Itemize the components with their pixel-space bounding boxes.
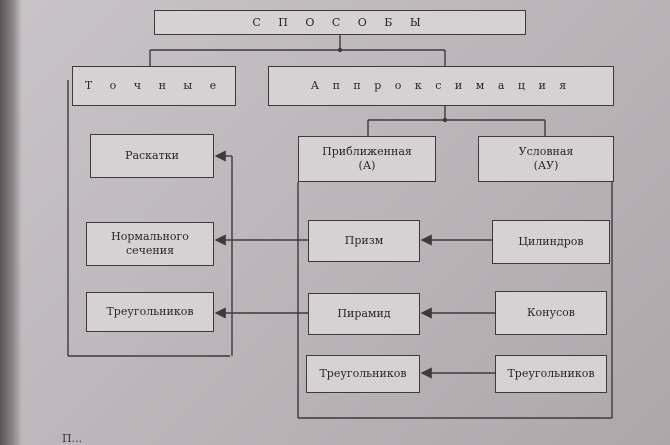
box-approx-a: Приближенная (А) xyxy=(298,136,436,182)
box-exact: Т о ч н ы е xyxy=(72,66,236,106)
box-approximation: А п п р о к с и м а ц и я xyxy=(268,66,614,106)
box-raskatki: Раскатки xyxy=(90,134,214,178)
box-a-triangles: Треугольников xyxy=(306,355,420,393)
approx-a-line1: Приближенная xyxy=(322,145,412,158)
box-exact-triangles: Треугольников xyxy=(86,292,214,332)
approx-a-line2: (А) xyxy=(358,159,376,172)
box-cones: Конусов xyxy=(495,291,607,335)
box-prism: Призм xyxy=(308,220,420,262)
normal-line1: Нормального xyxy=(111,230,189,243)
box-normal-section: Нормального сечения xyxy=(86,222,214,266)
footer-text-fragment: П... xyxy=(62,432,83,445)
box-approx-au: Условная (АУ) xyxy=(478,136,614,182)
box-au-triangles: Треугольников xyxy=(495,355,607,393)
page-shadow xyxy=(0,0,22,445)
box-cylinders: Цилиндров xyxy=(492,220,610,264)
box-pyramid: Пирамид xyxy=(308,293,420,335)
box-root: С П О С О Б Ы xyxy=(154,10,526,35)
approx-au-line1: Условная xyxy=(518,145,574,158)
approx-au-line2: (АУ) xyxy=(533,159,559,172)
normal-line2: сечения xyxy=(125,244,175,257)
